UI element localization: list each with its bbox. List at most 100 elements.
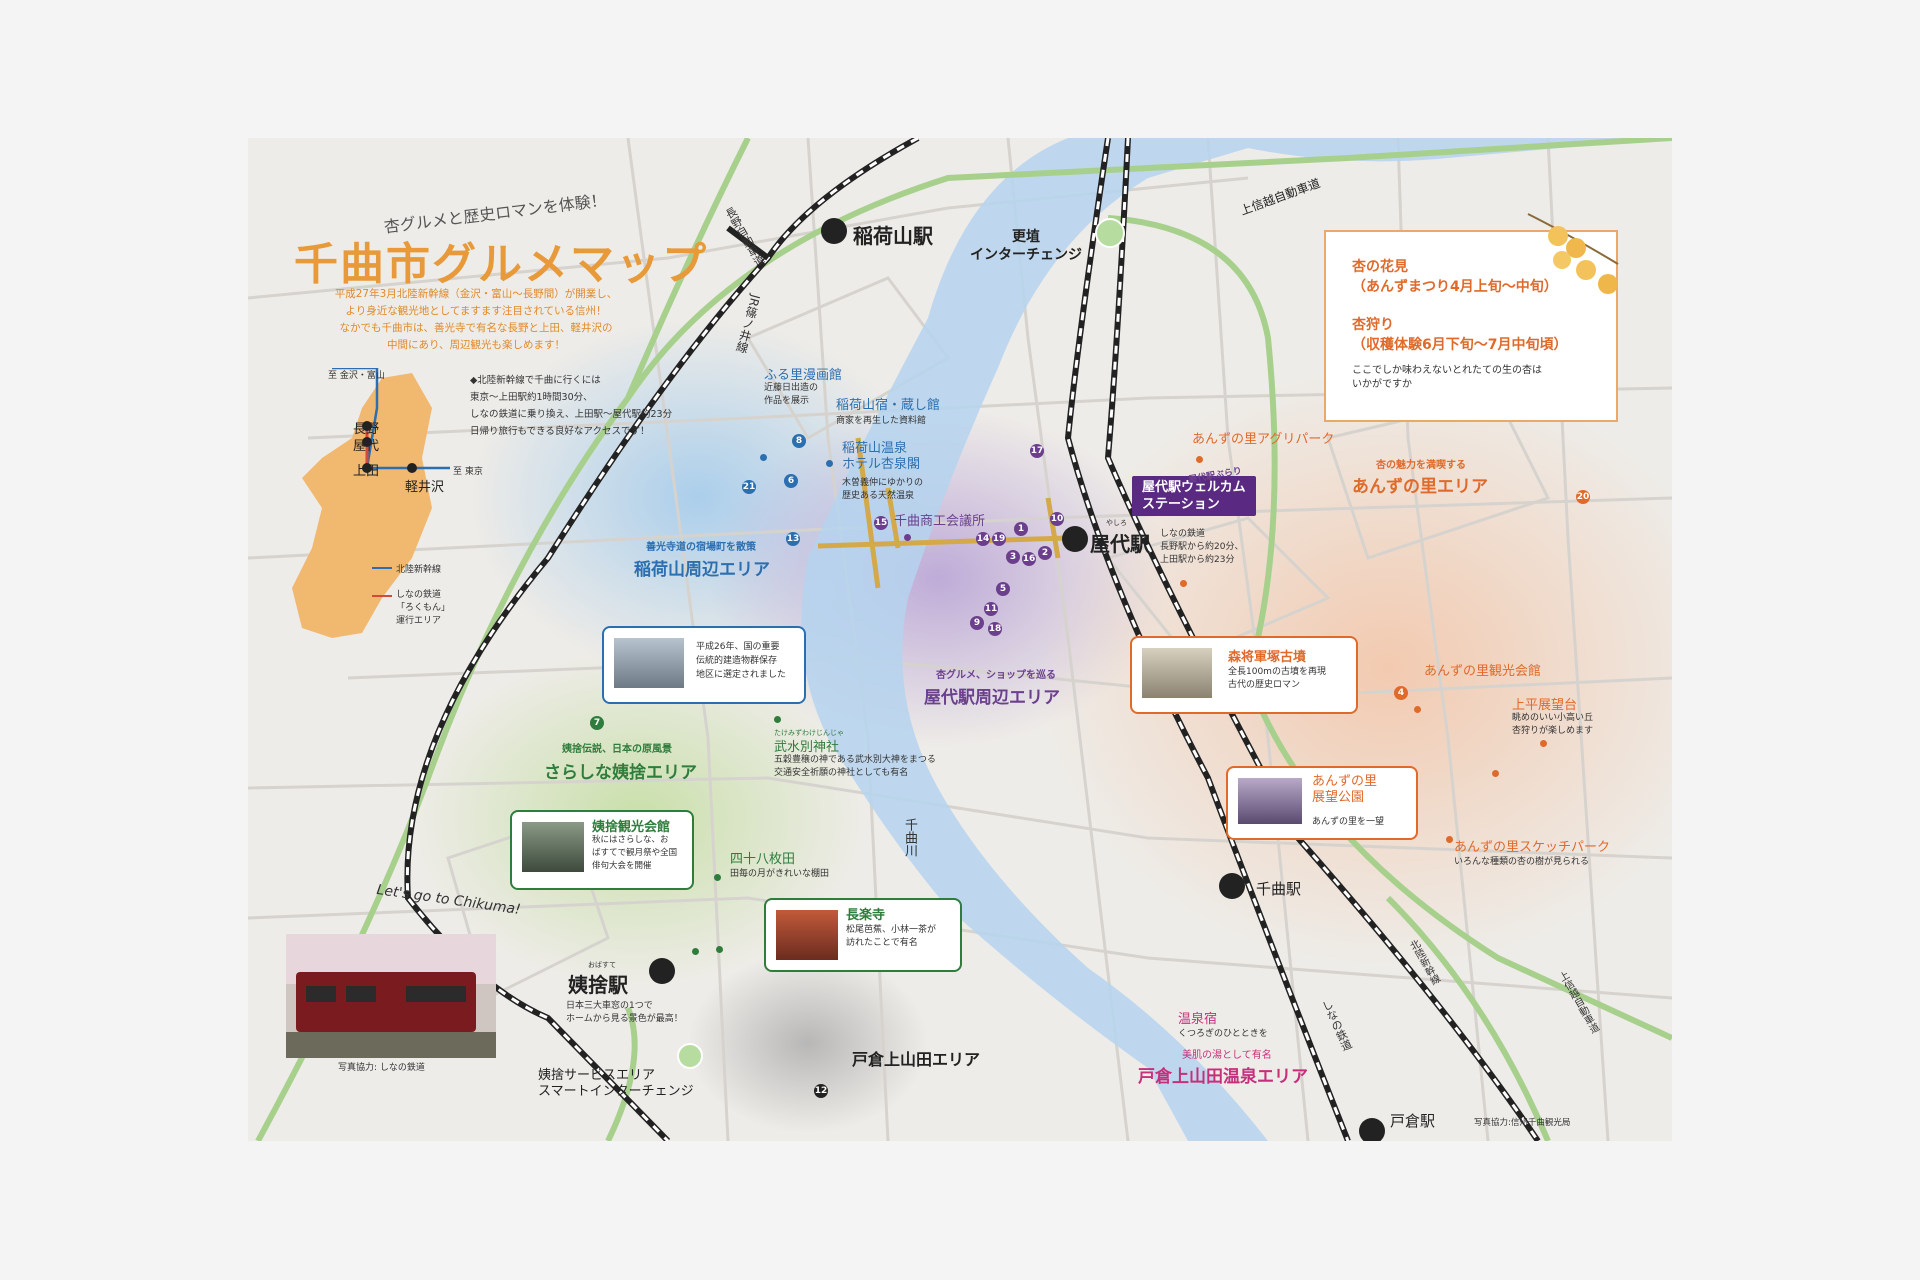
pin-purple[interactable]: 9: [970, 616, 984, 630]
kamihira-desc: 眺めのいい小高い丘 杏狩りが楽しめます: [1512, 713, 1594, 736]
anzu-kankokaikan-label: あんずの里観光会館: [1424, 664, 1542, 679]
poi-dot: [1180, 580, 1187, 587]
highway-nagano: [625, 138, 751, 400]
pin-purple[interactable]: 14: [976, 532, 990, 546]
pin-blue[interactable]: 13: [786, 532, 800, 546]
welcome-station-label[interactable]: 屋代駅ウェルカム ステーション: [1132, 476, 1256, 516]
obasute-sa-label: 姨捨サービスエリア スマートインターチェンジ: [538, 1068, 694, 1099]
pin-blue[interactable]: 8: [792, 434, 806, 448]
furusato-desc: 近藤日出造の 作品を展示: [764, 383, 819, 406]
inariyama-area-name: 稲荷山周辺エリア: [634, 560, 770, 580]
kofun-card[interactable]: 森将軍塚古墳 全長100mの古墳を再現 古代の歴史ロマン: [1130, 636, 1358, 714]
inariyama-area-sub: 善光寺道の宿場町を散策: [646, 542, 756, 553]
apricot-illustration: [1527, 213, 1619, 294]
pin-gray[interactable]: 12: [814, 1084, 828, 1098]
inset-ueda: 上田: [353, 464, 380, 479]
pin-purple[interactable]: 2: [1038, 546, 1052, 560]
poi-dot: [760, 454, 767, 461]
inariyama-station-dot: [821, 218, 847, 244]
train-photo-credit: 写真協力: しなの鉄道: [338, 1063, 425, 1073]
pin-purple[interactable]: 19: [992, 532, 1006, 546]
onsen-yado-desc: くつろぎのひとときを: [1178, 1029, 1268, 1039]
inariyama-card-desc: 平成26年、国の重要 伝統的建造物群保存 地区に選定されました: [696, 642, 787, 680]
highway-south: [1385, 895, 1551, 1141]
poi-dot: [1492, 770, 1499, 777]
anzu-area-sub: 杏の魅力を満喫する: [1376, 460, 1466, 471]
inset-nagano: 長野: [353, 422, 380, 437]
pin-purple[interactable]: 11: [984, 602, 998, 616]
pin-blue[interactable]: 21: [742, 480, 756, 494]
inariyama-card[interactable]: 平成26年、国の重要 伝統的建造物群保存 地区に選定されました: [602, 626, 806, 704]
chikuma-station-dot: [1219, 873, 1245, 899]
koshoku-ic-dot: [1095, 218, 1125, 248]
sketch-park-desc: いろんな種類の杏の樹が見られる: [1454, 857, 1590, 867]
tenbo-desc: あんずの里を一望: [1312, 817, 1385, 827]
poi-dot: [714, 874, 721, 881]
poi-dot: [1540, 740, 1547, 747]
koshoku-ic-label: 更埴 インターチェンジ: [970, 229, 1082, 263]
togura-station-label: 戸倉駅: [1390, 1112, 1436, 1130]
inset-karuizawa: 軽井沢: [405, 480, 445, 495]
poi-dot: [1446, 836, 1453, 843]
karigari-desc: ここでしか味わえないとれたての生の杏は いかがですか: [1352, 365, 1542, 390]
chamber-label: 千曲商工会議所: [894, 514, 986, 529]
onsen-area-sub: 美肌の湯として有名: [1182, 1050, 1272, 1061]
yojuhachi-label: 四十八枚田: [730, 852, 796, 867]
pin-purple[interactable]: 10: [1050, 512, 1064, 526]
pin-purple[interactable]: 16: [1022, 552, 1036, 566]
togura-area-label: 戸倉上山田エリア: [852, 1050, 981, 1069]
poi-dot: [904, 534, 911, 541]
train-photo: [286, 934, 496, 1058]
pin-blue[interactable]: 6: [784, 474, 798, 488]
pin-orange[interactable]: 4: [1394, 686, 1408, 700]
kura-label: 稲荷山宿・蔵し館: [836, 398, 941, 413]
kankokaikan-photo: [522, 822, 584, 872]
inset-to-kanazawa: 至 金沢・富山: [328, 371, 385, 381]
highway-sa: [605, 1006, 638, 1141]
poi-dot: [1196, 456, 1203, 463]
chikuma-river-label: 千曲川: [902, 818, 917, 857]
inariyama-photo: [614, 638, 684, 688]
takemizu-label: 武水別神社: [774, 740, 840, 755]
pin-purple[interactable]: 15: [874, 516, 888, 530]
obasute-area-sub: 姨捨伝説、日本の原風景: [562, 744, 672, 755]
anzu-area-name: あんずの里エリア: [1352, 477, 1488, 497]
obasute-kankokaikan-card[interactable]: 姨捨観光会館 秋にはさらしな、お ばすてで観月祭や全国 俳句大会を開催: [510, 810, 694, 890]
kankokaikan-desc: 秋にはさらしな、お ばすてで観月祭や全国 俳句大会を開催: [592, 835, 678, 871]
togura-station-dot: [1359, 1118, 1385, 1141]
photo-credit: 写真協力:信州千曲観光局: [1474, 1118, 1571, 1128]
pin-purple[interactable]: 5: [996, 582, 1010, 596]
obasute-sa-dot: [677, 1043, 703, 1069]
kamihira-label: 上平展望台: [1512, 698, 1578, 713]
sketch-park-label: あんずの里スケッチパーク: [1454, 840, 1611, 855]
pin-purple[interactable]: 18: [988, 622, 1002, 636]
agripark-label: あんずの里アグリパーク: [1192, 432, 1335, 447]
kankokaikan-label: 姨捨観光会館: [592, 820, 671, 835]
pin-orange[interactable]: 20: [1576, 490, 1590, 504]
kofun-photo: [1142, 648, 1212, 698]
pin-purple[interactable]: 3: [1006, 550, 1020, 564]
access-note: ◆北陸新幹線で千曲に行くには 東京〜上田駅約1時間30分、 しなの鉄道に乗り換え…: [470, 375, 673, 437]
pin-purple[interactable]: 17: [1030, 444, 1044, 458]
pin-purple[interactable]: 1: [1014, 522, 1028, 536]
yashiro-access: しなの鉄道 長野駅から約20分、 上田駅から約23分: [1160, 529, 1244, 565]
inset-yashiro: 屋代: [353, 439, 380, 454]
takemizu-ruby: たけみずわけじんじゃ: [774, 729, 844, 737]
poi-dot: [774, 716, 781, 723]
map-title: 千曲市グルメマップ: [294, 239, 708, 290]
nagano-inset-map: [292, 368, 450, 638]
pin-green[interactable]: 7: [590, 716, 604, 730]
chorakuji-card[interactable]: 長楽寺 松尾芭蕉、小林一茶が 訪れたことで有名: [764, 898, 962, 972]
inset-legend-shinano: しなの鉄道 「ろくもん」 運行エリア: [396, 590, 451, 626]
hotel-label: 稲荷山温泉 ホテル杏泉閣: [842, 441, 921, 472]
tenbo-park-card[interactable]: あんずの里 展望公園 あんずの里を一望: [1226, 766, 1418, 840]
poi-dot: [692, 948, 699, 955]
obasute-station-label: 姨捨駅: [568, 973, 628, 997]
tenbo-label: あんずの里 展望公園: [1312, 774, 1378, 805]
kofun-desc: 全長100mの古墳を再現 古代の歴史ロマン: [1228, 667, 1326, 690]
obasute-station-dot: [649, 958, 675, 984]
inariyama-station-label: 稲荷山駅: [853, 224, 933, 248]
poi-dot: [1414, 706, 1421, 713]
takemizu-desc: 五穀豊穣の神である武水別大神をまつる 交通安全祈願の神社としても有名: [774, 755, 936, 778]
shopping-streets: [817, 437, 1069, 589]
